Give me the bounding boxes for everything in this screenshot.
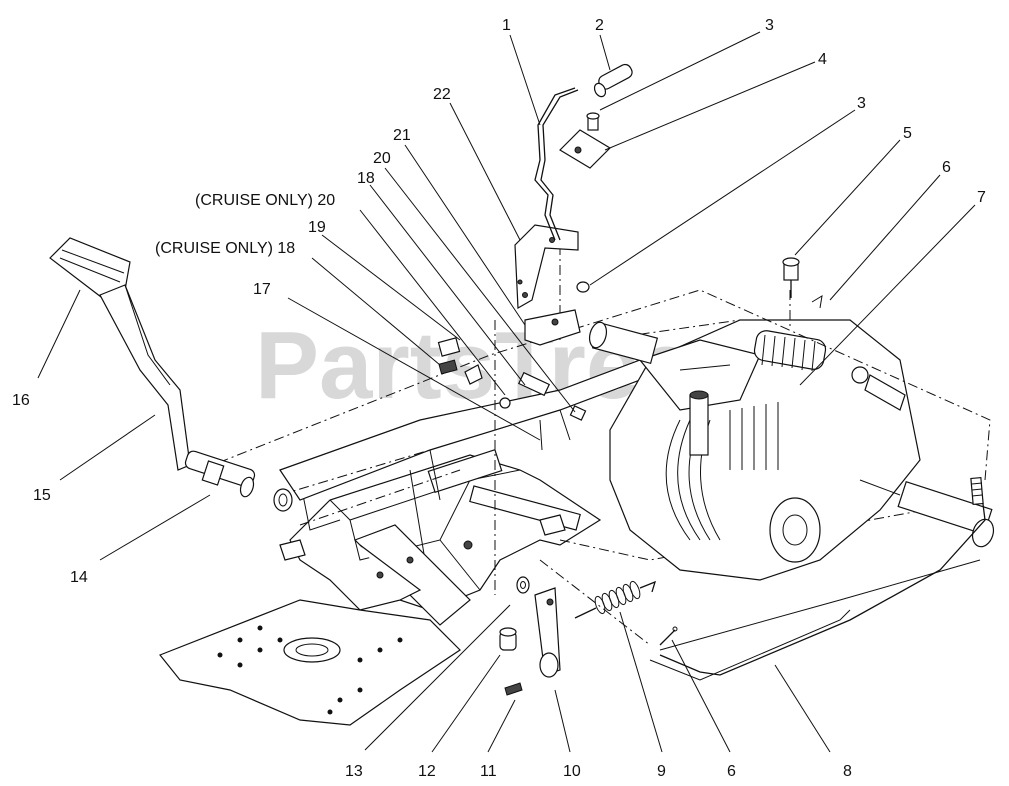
callout-2: 2 xyxy=(595,17,604,34)
transaxle xyxy=(609,319,995,581)
lower-linkage xyxy=(499,576,678,696)
callout-14: 14 xyxy=(70,569,88,586)
callout-21: 21 xyxy=(393,127,411,144)
callout-15: 15 xyxy=(33,487,51,504)
callout-12: 12 xyxy=(418,763,436,780)
link-rod xyxy=(659,476,986,676)
callout-20: 20 xyxy=(373,150,391,167)
callout-22: 22 xyxy=(433,86,451,103)
callout-13: 13 xyxy=(345,763,363,780)
callout-17: 17 xyxy=(253,281,271,298)
leader-lines xyxy=(37,31,976,753)
callout-3: 3 xyxy=(765,17,774,34)
top-pin-assembly xyxy=(782,257,823,309)
callout-18-cruise-only: (CRUISE ONLY) 18 xyxy=(155,240,295,257)
callout-1: 1 xyxy=(502,17,511,34)
callout-10: 10 xyxy=(563,763,581,780)
callout-6: 6 xyxy=(942,159,951,176)
cruise-bracket xyxy=(437,63,633,451)
callout-11: 11 xyxy=(480,763,497,780)
callout-19: 19 xyxy=(308,219,326,236)
callout-9: 9 xyxy=(657,763,666,780)
callout-5: 5 xyxy=(903,125,912,142)
callout-16: 16 xyxy=(12,392,30,409)
callout-labels: 1 2 3 4 22 3 5 21 6 20 7 18 (CRUISE ONLY… xyxy=(12,17,986,780)
pedal-assembly xyxy=(49,237,293,512)
callout-7: 7 xyxy=(977,189,986,206)
callout-4: 4 xyxy=(818,51,827,68)
callout-8: 8 xyxy=(843,763,852,780)
cross-shaft xyxy=(588,321,659,365)
callout-3: 3 xyxy=(857,95,866,112)
frame-chassis xyxy=(279,349,701,626)
callout-18: 18 xyxy=(357,170,375,187)
callout-6: 6 xyxy=(727,763,736,780)
callout-20-cruise-only: (CRUISE ONLY) 20 xyxy=(195,192,335,209)
floor-pan xyxy=(159,599,461,726)
